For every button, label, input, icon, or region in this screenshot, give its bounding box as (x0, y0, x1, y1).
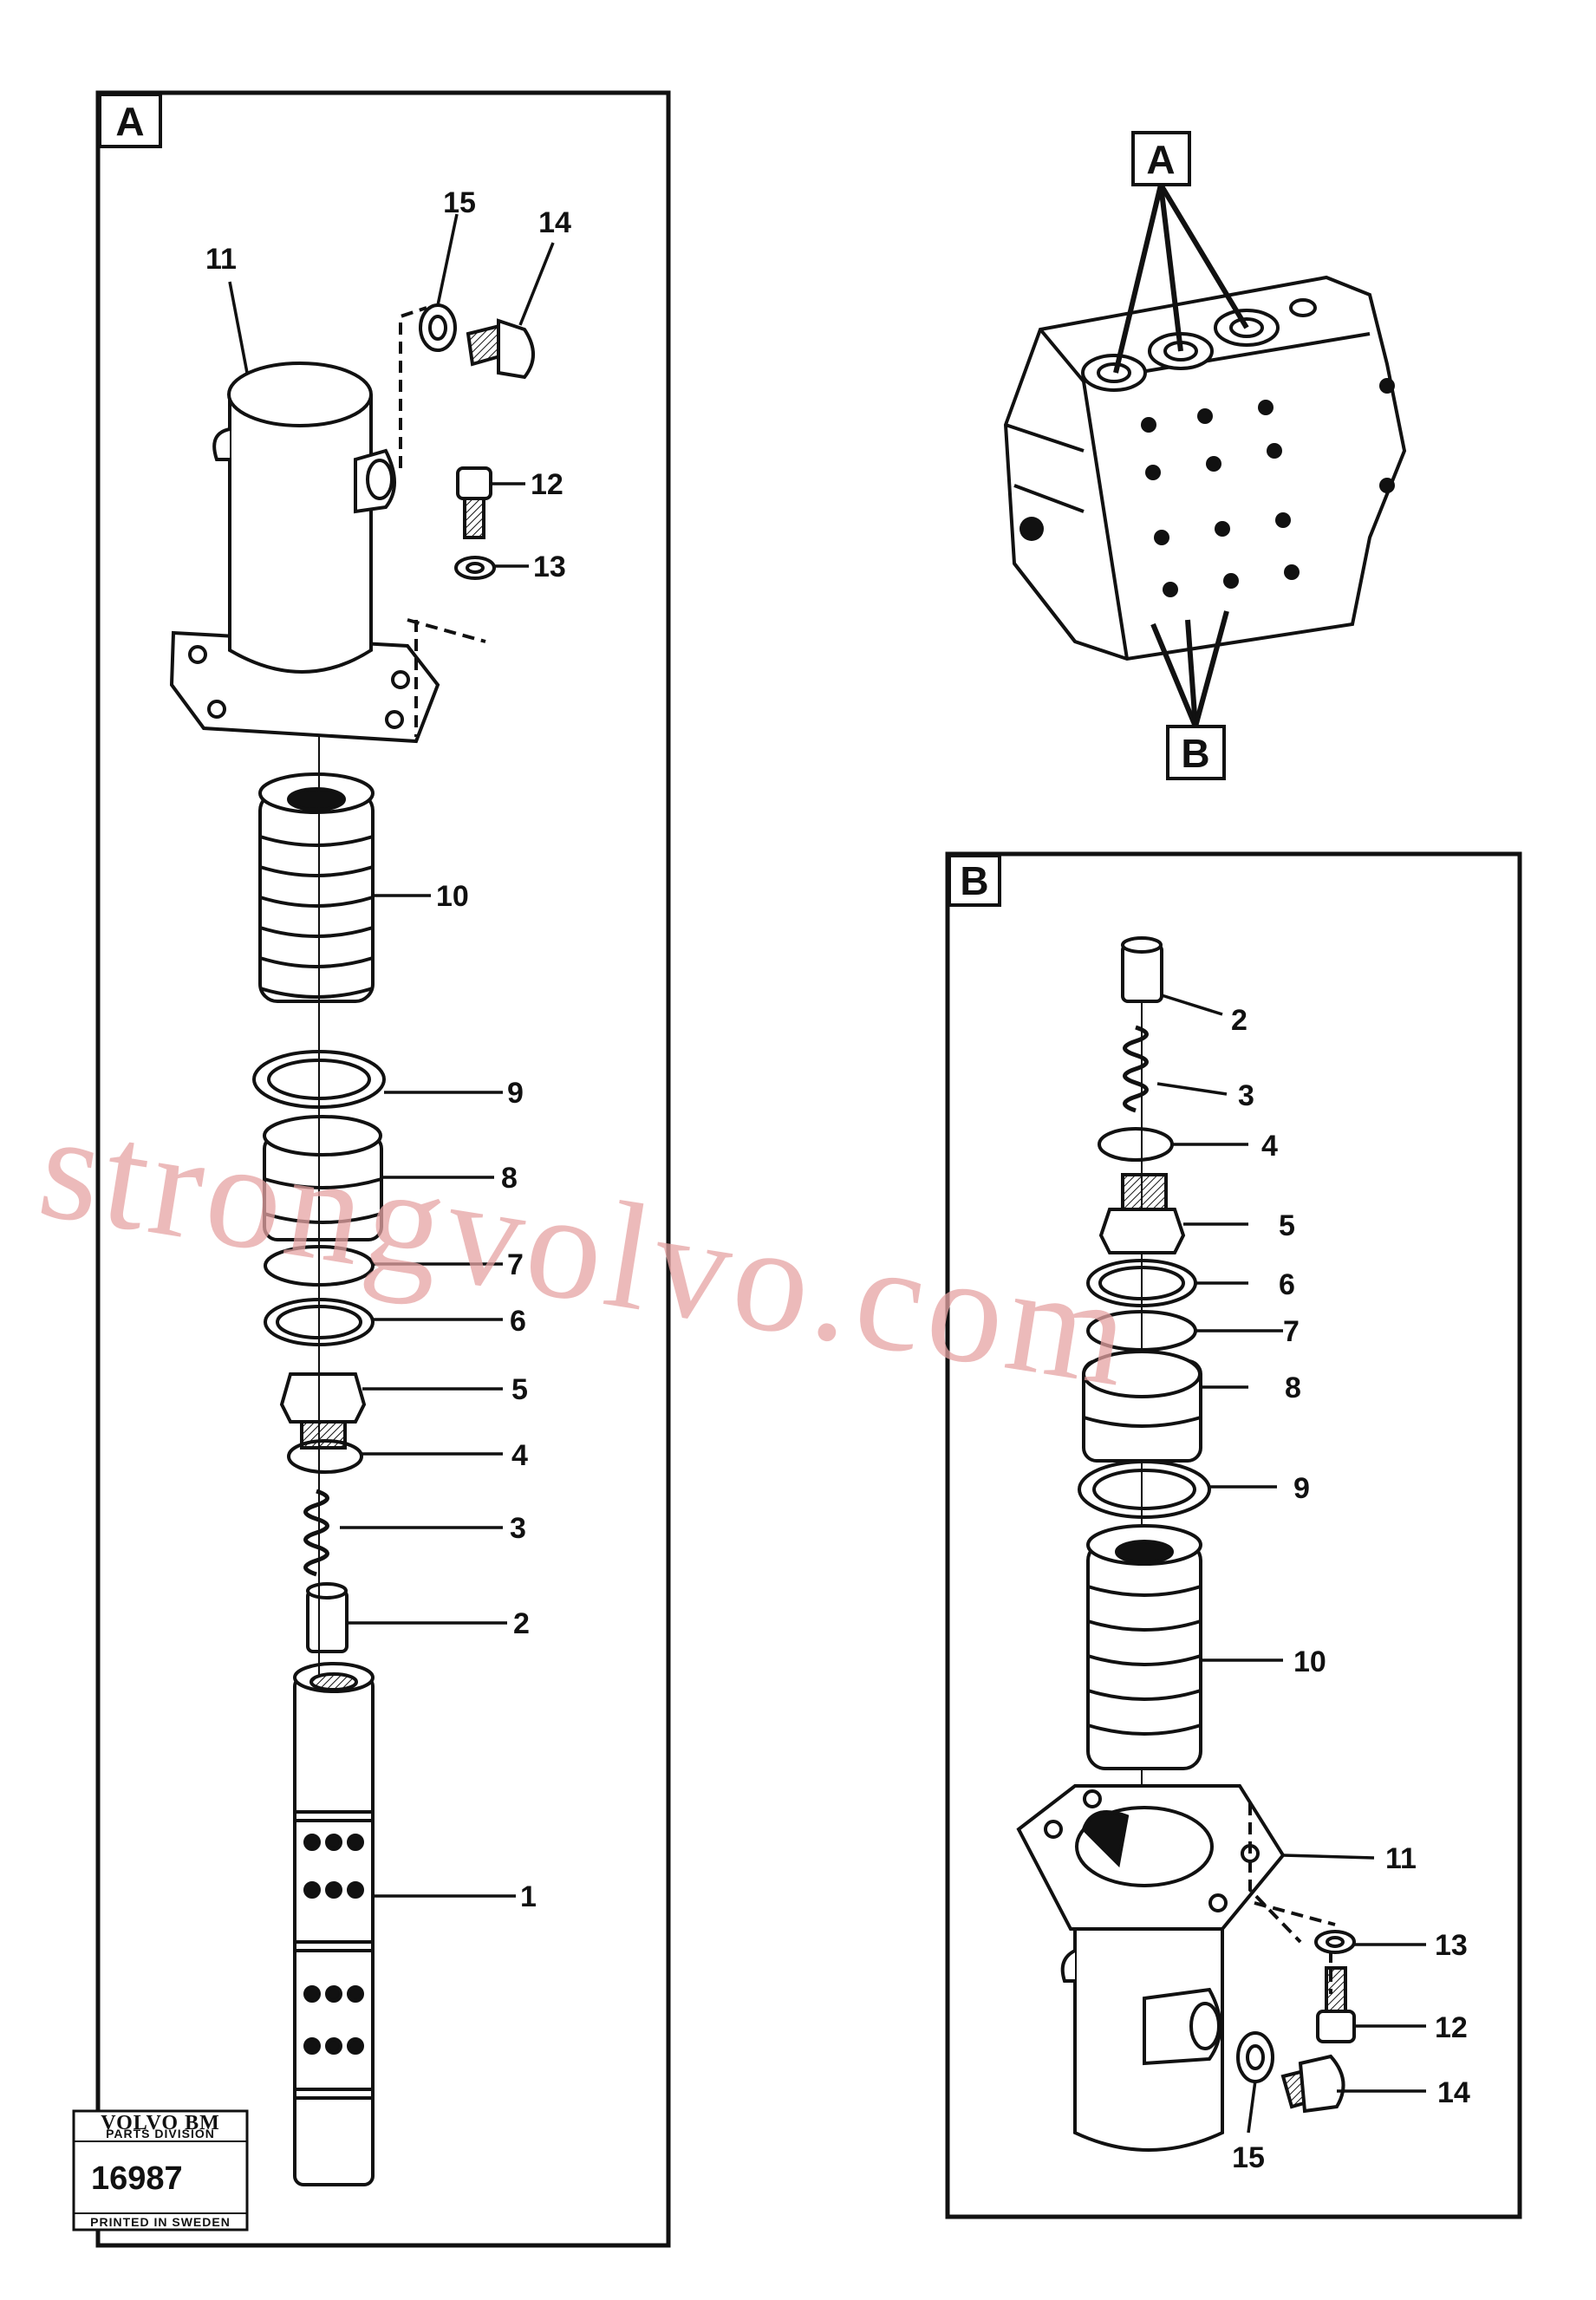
callout-a-8: 8 (501, 1162, 518, 1195)
callout-b-6: 6 (1279, 1268, 1295, 1301)
part-housing-a (169, 362, 440, 744)
callout-b-15: 15 (1232, 2141, 1265, 2174)
callout-b-10: 10 (1293, 1645, 1326, 1678)
part-piston-8-a (263, 1115, 383, 1241)
callout-a-1: 1 (520, 1880, 537, 1913)
callout-a-6: 6 (510, 1305, 526, 1338)
stamp-number: 16987 (91, 2160, 183, 2197)
part-washer-15-a (419, 303, 457, 352)
panel-b: B (945, 851, 1522, 2219)
callout-b-12: 12 (1435, 2011, 1468, 2044)
part-washer-15-b (1236, 2031, 1274, 2083)
panel-b-frame (945, 851, 1522, 2219)
callout-b-11: 11 (1385, 1842, 1417, 1875)
overview-label-b: B (1181, 731, 1209, 776)
callout-b-3: 3 (1238, 1079, 1254, 1112)
callout-a-5: 5 (511, 1373, 528, 1406)
watermark-text: strongvolvo.com (29, 1080, 1144, 1418)
callout-b-13: 13 (1435, 1929, 1468, 1962)
part-spring-10-a (258, 772, 375, 1003)
stamp-division: PARTS DIVISION (106, 2127, 215, 2140)
callout-b-7: 7 (1283, 1315, 1300, 1348)
valve-block-overview: A B (1003, 131, 1407, 780)
stamp-brand: VOLVO BM (101, 2112, 220, 2134)
callout-a-3: 3 (510, 1512, 526, 1545)
callout-a-7: 7 (507, 1248, 524, 1281)
callout-a-15: 15 (443, 186, 476, 219)
panel-b-letter: B (960, 858, 988, 903)
volvo-bm-stamp: VOLVO BM PARTS DIVISION 16987 PRINTED IN… (72, 2109, 249, 2232)
callout-a-2: 2 (513, 1607, 530, 1640)
callout-b-9: 9 (1293, 1472, 1310, 1505)
part-piston-8-b (1082, 1350, 1202, 1463)
stamp-printed: PRINTED IN SWEDEN (90, 2215, 231, 2229)
leader-line-dashes (399, 306, 486, 737)
valve-block-ports-top (1081, 298, 1317, 392)
part-washer-13-b (1314, 1930, 1356, 1954)
callout-a-11: 11 (205, 243, 237, 276)
part-washer-13-a (454, 556, 496, 580)
callout-b-14: 14 (1437, 2076, 1470, 2109)
part-plug-14-a (466, 318, 535, 380)
part-spring-3-b (1123, 1025, 1149, 1113)
callout-b-2: 2 (1231, 1004, 1247, 1037)
panel-a-frame (95, 90, 671, 2248)
panel-a-letter: A (115, 99, 144, 144)
callout-a-9: 9 (507, 1077, 524, 1110)
callout-a-12: 12 (531, 468, 563, 501)
valve-block-body (1003, 275, 1407, 661)
part-bolt-12-b (1316, 1966, 1356, 2043)
part-poppet-2-a (306, 1582, 349, 1653)
valve-block-bolt-holes (1019, 378, 1395, 597)
part-spool-1-a (293, 1662, 375, 2186)
part-spring-10-b (1086, 1524, 1202, 1770)
callout-b-8: 8 (1285, 1372, 1301, 1404)
part-housing-b (1016, 1784, 1286, 2152)
overview-arrows (1113, 183, 1249, 728)
callout-a-13: 13 (533, 551, 566, 583)
part-spring-3-a (303, 1489, 329, 1577)
leader-lines-b (1156, 994, 1426, 2134)
callout-a-10: 10 (436, 880, 469, 913)
callout-b-5: 5 (1279, 1209, 1295, 1242)
part-ring-9-b (1078, 1460, 1211, 1519)
leader-lines-a (228, 213, 555, 1898)
callout-a-14: 14 (538, 206, 571, 239)
panel-b-letter-box (948, 854, 1001, 907)
callout-a-4: 4 (511, 1439, 528, 1472)
overview-label-a: A (1146, 137, 1175, 182)
callout-b-4: 4 (1261, 1130, 1278, 1163)
part-plug-14-b (1280, 2054, 1345, 2114)
part-bolt-12-a (456, 466, 492, 539)
part-ring-4-b (1098, 1127, 1174, 1162)
part-poppet-2-b (1121, 936, 1163, 1003)
part-ring-4-a (287, 1439, 363, 1474)
panel-a: A (72, 90, 671, 2248)
part-nut-5-a (279, 1372, 367, 1450)
part-nut-5-b (1098, 1173, 1186, 1254)
panel-a-letter-box (98, 93, 162, 148)
